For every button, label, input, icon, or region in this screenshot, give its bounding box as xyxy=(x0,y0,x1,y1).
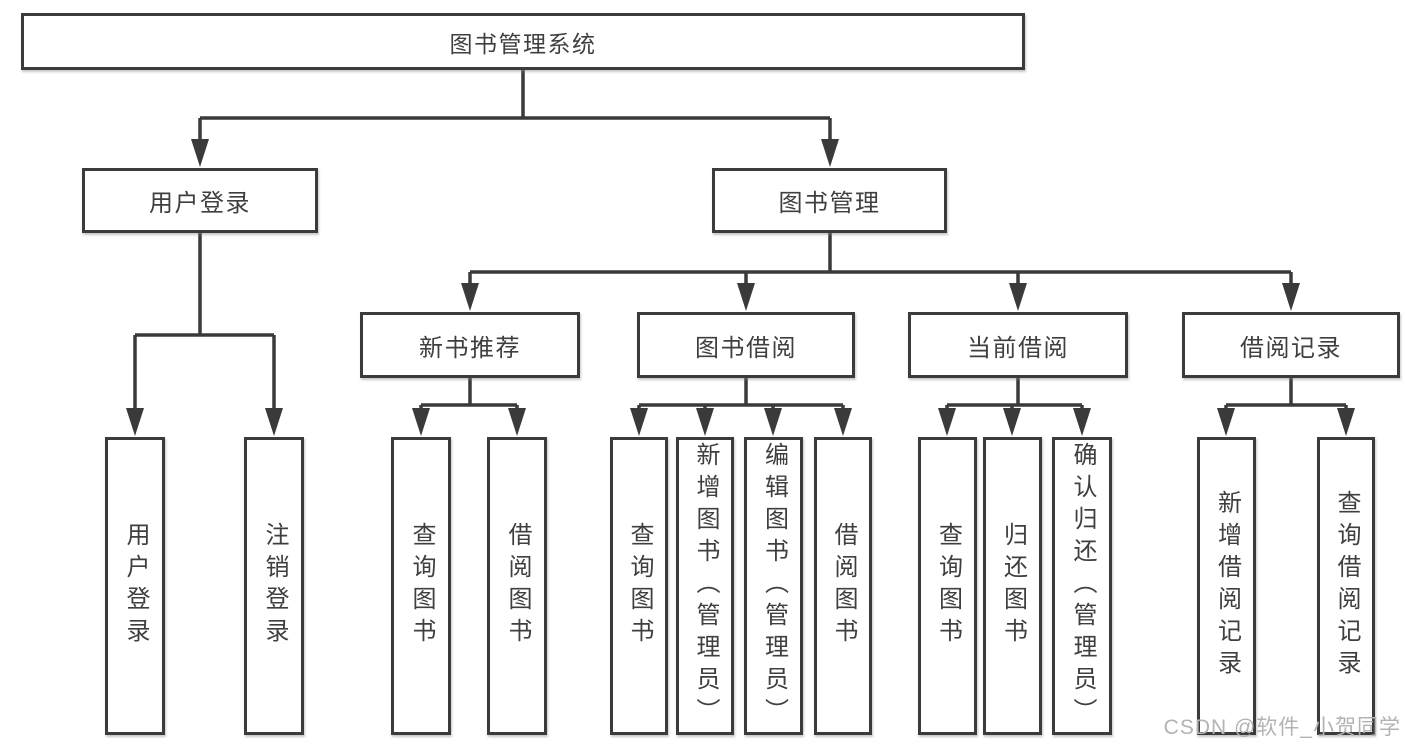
leaf-return-books-label: 归还图书 xyxy=(999,522,1027,650)
leaf-user-login-label: 用户登录 xyxy=(122,522,149,650)
leaf-query-borrow-record: 查询借阅记录 xyxy=(1317,437,1375,735)
leaf-confirm-return-admin: 确认归还（管理员） xyxy=(1052,437,1112,735)
leaf-add-borrow-record: 新增借阅记录 xyxy=(1197,437,1256,735)
leaf-borrow-books: 借阅图书 xyxy=(814,437,872,735)
leaf-query-books-current: 查询图书 xyxy=(918,437,977,735)
leaf-edit-books-admin-label: 编辑图书（管理员） xyxy=(760,442,788,730)
leaf-edit-books-admin: 编辑图书（管理员） xyxy=(744,437,803,735)
leaf-query-books-borrow-label: 查询图书 xyxy=(626,522,653,650)
leaf-borrow-books-label: 借阅图书 xyxy=(830,522,857,650)
leaf-borrow-books-newbook-label: 借阅图书 xyxy=(504,522,531,650)
node-borrowing-records-label: 借阅记录 xyxy=(1240,334,1342,362)
arrowhead-icons xyxy=(126,139,1355,436)
leaf-add-books-admin: 新增图书（管理员） xyxy=(676,437,734,735)
leaf-return-books: 归还图书 xyxy=(983,437,1042,735)
leaf-add-books-admin-label: 新增图书（管理员） xyxy=(692,442,719,730)
leaf-add-borrow-record-label: 新增借阅记录 xyxy=(1213,490,1241,682)
node-user-login: 用户登录 xyxy=(82,168,318,233)
node-book-management: 图书管理 xyxy=(712,168,947,233)
node-borrowing-records: 借阅记录 xyxy=(1182,312,1400,378)
node-current-borrowing: 当前借阅 xyxy=(908,312,1128,378)
node-root: 图书管理系统 xyxy=(21,13,1025,70)
leaf-query-books-current-label: 查询图书 xyxy=(934,522,962,650)
node-new-book-recommend: 新书推荐 xyxy=(360,312,580,378)
leaf-query-books-newbook: 查询图书 xyxy=(391,437,451,735)
watermark: CSDN @软件_小贺同学 xyxy=(1163,716,1401,739)
node-book-borrowing: 图书借阅 xyxy=(637,312,855,378)
leaf-query-books-newbook-label: 查询图书 xyxy=(408,522,435,650)
node-user-login-label: 用户登录 xyxy=(149,190,251,217)
leaf-confirm-return-admin-label: 确认归还（管理员） xyxy=(1069,442,1096,730)
node-book-borrowing-label: 图书借阅 xyxy=(695,334,797,362)
leaf-query-borrow-record-label: 查询借阅记录 xyxy=(1333,490,1360,682)
node-current-borrowing-label: 当前借阅 xyxy=(967,334,1069,362)
node-book-management-label: 图书管理 xyxy=(778,190,881,217)
leaf-query-books-borrow: 查询图书 xyxy=(610,437,668,735)
leaf-logout-label: 注销登录 xyxy=(261,522,288,650)
leaf-borrow-books-newbook: 借阅图书 xyxy=(487,437,547,735)
leaf-logout: 注销登录 xyxy=(244,437,304,735)
leaf-user-login: 用户登录 xyxy=(105,437,165,735)
node-new-book-recommend-label: 新书推荐 xyxy=(419,334,521,362)
node-root-label: 图书管理系统 xyxy=(449,30,597,57)
